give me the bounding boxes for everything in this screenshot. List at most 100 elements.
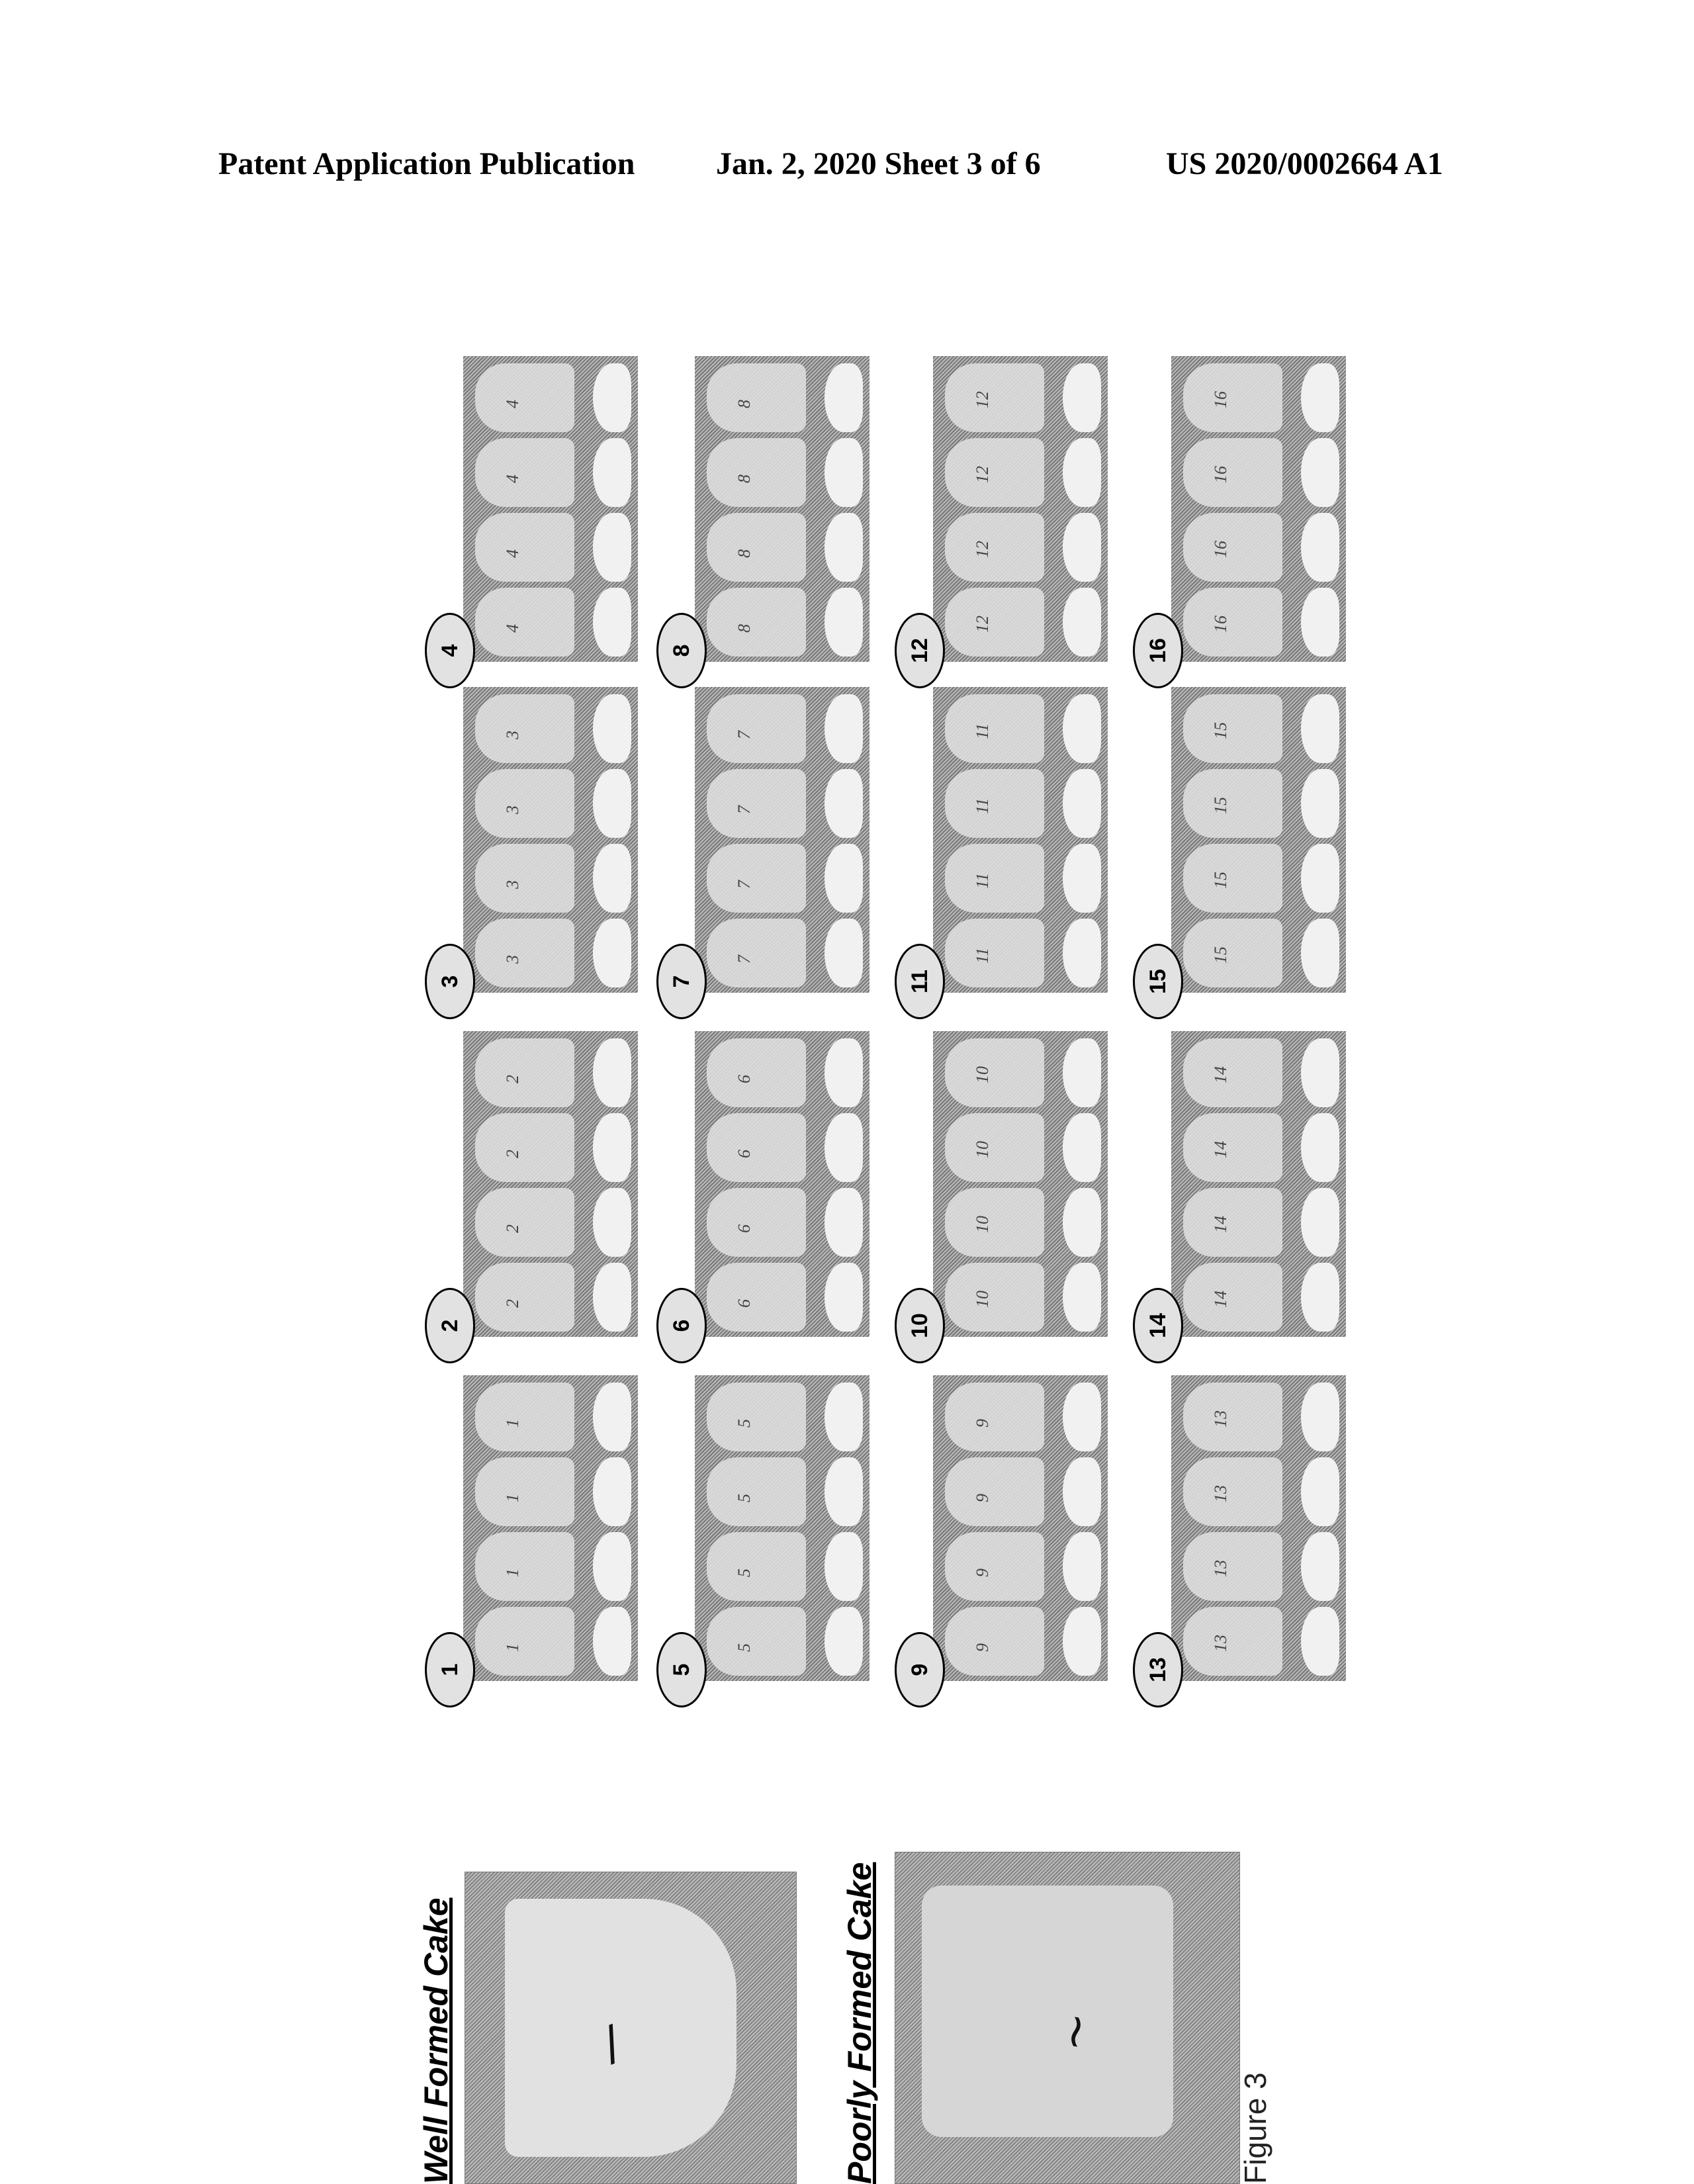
- vial-cap: [1063, 438, 1101, 507]
- vial: [1183, 844, 1282, 913]
- vial-label: 7: [735, 955, 754, 964]
- vial-cap: [593, 1113, 631, 1182]
- vial-label: 12: [973, 391, 992, 408]
- vial-cap: [1063, 844, 1101, 913]
- vial: [1183, 1457, 1282, 1526]
- vial-label: 9: [973, 1419, 992, 1428]
- vial-cap: [593, 363, 631, 432]
- vial-label: 10: [973, 1291, 992, 1308]
- vial: [475, 1263, 574, 1332]
- vial-cap: [1301, 1263, 1339, 1332]
- vial-label: 9: [973, 1643, 992, 1652]
- vial-cap: [1301, 919, 1339, 987]
- vial-cap: [825, 1188, 863, 1257]
- vial-cap: [1063, 1113, 1101, 1182]
- vial-cap: [1301, 513, 1339, 582]
- vial-cap: [1301, 694, 1339, 763]
- vial-label: 7: [735, 805, 754, 814]
- vial: [707, 1383, 806, 1451]
- vial-label: 16: [1211, 615, 1230, 633]
- vial-cap: [1063, 1188, 1101, 1257]
- vial-label: 5: [735, 1569, 754, 1577]
- vial-cap: [1301, 1113, 1339, 1182]
- figure-3: Well Formed Cake / Poorly Formed Cake ~ …: [404, 304, 1346, 2184]
- vial: [475, 769, 574, 838]
- vial: [945, 694, 1044, 763]
- vial: [475, 1607, 574, 1676]
- cake-body: [922, 1886, 1173, 2137]
- sample-number-badge: 15: [1133, 944, 1183, 1019]
- vial: [945, 438, 1044, 507]
- vial: [945, 1038, 1044, 1107]
- vial: [945, 1188, 1044, 1257]
- vial-label: 16: [1211, 541, 1230, 558]
- vial: [1183, 1188, 1282, 1257]
- vial: [707, 1038, 806, 1107]
- sample-number-badge: 16: [1133, 613, 1183, 688]
- vial-label: 4: [503, 400, 522, 408]
- vial-cap: [593, 844, 631, 913]
- vial: [707, 769, 806, 838]
- vial-cap: [593, 513, 631, 582]
- vial-cap: [593, 1457, 631, 1526]
- sample-number-badge: 2: [425, 1288, 475, 1363]
- vial-cap: [825, 513, 863, 582]
- vial-cap: [1063, 1383, 1101, 1451]
- vial-cap: [593, 694, 631, 763]
- vial-label: 13: [1211, 1485, 1230, 1502]
- vial-label: 7: [735, 880, 754, 889]
- vial-cap: [1063, 694, 1101, 763]
- vial-cap: [825, 588, 863, 657]
- sample-number-badge: 14: [1133, 1288, 1183, 1363]
- vial-label: 11: [973, 947, 992, 964]
- vial-cap: [593, 1607, 631, 1676]
- vial-cap: [1301, 1457, 1339, 1526]
- vial-cap: [1063, 1457, 1101, 1526]
- vial-label: 2: [503, 1299, 522, 1308]
- vial-cap: [825, 1263, 863, 1332]
- vial-cap: [1063, 1263, 1101, 1332]
- vial-cap: [825, 694, 863, 763]
- vial-label: 16: [1211, 466, 1230, 483]
- vial: [475, 513, 574, 582]
- vial-label: 4: [503, 549, 522, 558]
- vial-label: 6: [735, 1075, 754, 1083]
- vial-label: 10: [973, 1141, 992, 1158]
- vial: [475, 1188, 574, 1257]
- vial-cap: [1301, 1532, 1339, 1601]
- vial-cap: [1301, 438, 1339, 507]
- vial: [475, 1038, 574, 1107]
- vial-cap: [1301, 769, 1339, 838]
- vial: [1183, 919, 1282, 987]
- vial-label: 10: [973, 1216, 992, 1233]
- vial-cap: [593, 1188, 631, 1257]
- vial: [1183, 588, 1282, 657]
- vial-label: 10: [973, 1066, 992, 1083]
- vial-label: 8: [735, 624, 754, 633]
- vial: [707, 1532, 806, 1601]
- poorly-formed-cake-title: Poorly Formed Cake: [841, 1862, 878, 2184]
- vial: [475, 438, 574, 507]
- sample-number-badge: 3: [425, 944, 475, 1019]
- vial: [1183, 1532, 1282, 1601]
- vial: [945, 1532, 1044, 1601]
- vial: [945, 1607, 1044, 1676]
- vial-label: 4: [503, 475, 522, 483]
- sample-number-badge: 4: [425, 613, 475, 688]
